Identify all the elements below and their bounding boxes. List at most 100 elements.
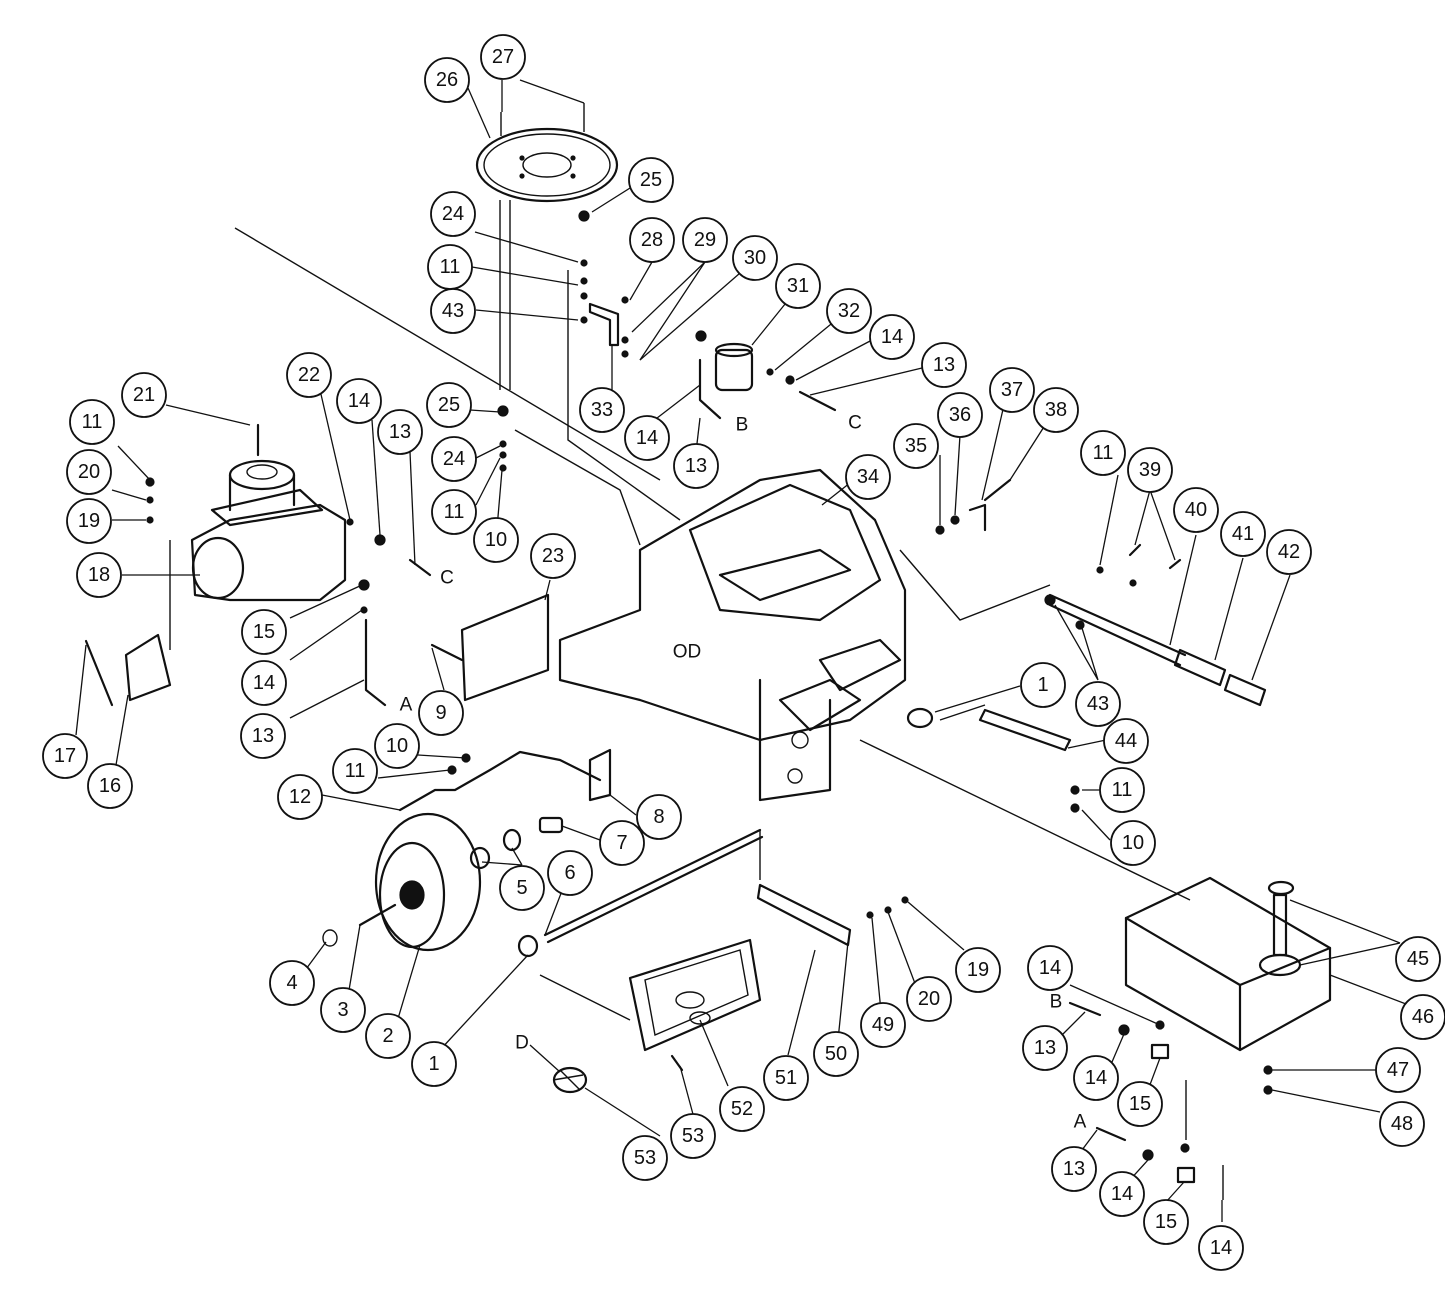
svg-text:21: 21 (133, 384, 155, 406)
svg-text:52: 52 (731, 1098, 753, 1120)
svg-text:46: 46 (1412, 1006, 1434, 1028)
callout-51: 51 (763, 1055, 809, 1101)
callout-11: 11 (427, 244, 473, 290)
callout-11: 11 (1080, 430, 1126, 476)
svg-text:13: 13 (685, 455, 707, 477)
svg-text:8: 8 (653, 806, 664, 828)
svg-text:18: 18 (88, 564, 110, 586)
callout-14: 14 (1027, 945, 1073, 991)
callout-3: 3 (320, 987, 366, 1033)
callout-31: 31 (775, 263, 821, 309)
callout-7: 7 (599, 820, 645, 866)
callout-11: 11 (1099, 767, 1145, 813)
svg-text:19: 19 (78, 510, 100, 532)
svg-text:37: 37 (1001, 379, 1023, 401)
callout-37: 37 (989, 367, 1035, 413)
svg-text:20: 20 (918, 988, 940, 1010)
svg-text:15: 15 (253, 621, 275, 643)
callout-8: 8 (636, 794, 682, 840)
svg-text:53: 53 (682, 1125, 704, 1147)
svg-text:53: 53 (634, 1147, 656, 1169)
callout-50: 50 (813, 1031, 859, 1077)
callout-38: 38 (1033, 387, 1079, 433)
svg-text:43: 43 (1087, 693, 1109, 715)
hose-tag-a-left: A (400, 695, 413, 716)
callout-2: 2 (365, 1013, 411, 1059)
callout-19: 19 (66, 498, 112, 544)
callout-36: 36 (937, 392, 983, 438)
svg-text:12: 12 (289, 786, 311, 808)
callout-12: 12 (277, 774, 323, 820)
svg-text:24: 24 (443, 448, 465, 470)
svg-text:29: 29 (694, 229, 716, 251)
callout-10: 10 (1110, 820, 1156, 866)
svg-text:11: 11 (345, 760, 366, 782)
svg-text:19: 19 (967, 959, 989, 981)
callout-29: 29 (682, 217, 728, 263)
svg-text:13: 13 (1034, 1037, 1056, 1059)
hose-tag-c-left: C (440, 568, 454, 589)
callout-13: 13 (377, 409, 423, 455)
callout-11: 11 (431, 489, 477, 535)
callout-13: 13 (1022, 1025, 1068, 1071)
callout-53: 53 (670, 1113, 716, 1159)
callout-13: 13 (921, 342, 967, 388)
callout-13: 13 (673, 443, 719, 489)
callout-20: 20 (906, 976, 952, 1022)
callout-45: 45 (1395, 936, 1441, 982)
callout-41: 41 (1220, 511, 1266, 557)
svg-text:39: 39 (1139, 459, 1161, 481)
parts-drawing (84, 103, 1332, 1200)
svg-text:31: 31 (787, 275, 809, 297)
callout-53: 53 (622, 1135, 668, 1181)
svg-text:2: 2 (382, 1025, 393, 1047)
svg-text:6: 6 (564, 862, 575, 884)
callout-43: 43 (430, 288, 476, 334)
svg-text:48: 48 (1391, 1113, 1413, 1135)
callout-52: 52 (719, 1086, 765, 1132)
svg-text:33: 33 (591, 399, 613, 421)
svg-text:11: 11 (1093, 442, 1114, 464)
callout-40: 40 (1173, 487, 1219, 533)
svg-text:45: 45 (1407, 948, 1429, 970)
callout-14: 14 (241, 660, 287, 706)
callout-28: 28 (629, 217, 675, 263)
svg-text:7: 7 (616, 832, 627, 854)
callout-19: 19 (955, 947, 1001, 993)
svg-text:1: 1 (1037, 674, 1048, 696)
callout-1: 1 (1020, 662, 1066, 708)
svg-text:13: 13 (1063, 1158, 1085, 1180)
callout-10: 10 (374, 723, 420, 769)
svg-text:43: 43 (442, 300, 464, 322)
svg-text:15: 15 (1155, 1211, 1177, 1233)
callout-15: 15 (1143, 1199, 1189, 1245)
callout-34: 34 (845, 454, 891, 500)
callout-25: 25 (426, 382, 472, 428)
svg-text:40: 40 (1185, 499, 1207, 521)
hose-tags: B C C A B A OD D (400, 413, 1087, 1133)
svg-text:11: 11 (82, 411, 103, 433)
callout-14: 14 (624, 415, 670, 461)
callout-11: 11 (69, 399, 115, 445)
callouts: 27 26 25 24 11 43 28 29 30 31 32 14 13 3… (42, 34, 1445, 1271)
callout-16: 16 (87, 763, 133, 809)
svg-text:47: 47 (1387, 1059, 1409, 1081)
svg-text:50: 50 (825, 1043, 847, 1065)
svg-text:26: 26 (436, 69, 458, 91)
hose-tag-b-top: B (736, 415, 749, 436)
callout-25: 25 (628, 157, 674, 203)
svg-text:10: 10 (485, 529, 507, 551)
svg-text:4: 4 (286, 972, 297, 994)
svg-text:13: 13 (933, 354, 955, 376)
callout-35: 35 (893, 423, 939, 469)
svg-text:34: 34 (857, 466, 879, 488)
svg-text:13: 13 (389, 421, 411, 443)
callout-47: 47 (1375, 1047, 1421, 1093)
svg-text:49: 49 (872, 1014, 894, 1036)
callout-9: 9 (418, 690, 464, 736)
svg-text:25: 25 (640, 169, 662, 191)
svg-text:17: 17 (54, 745, 76, 767)
svg-text:25: 25 (438, 394, 460, 416)
hose-tag-a-right: A (1074, 1112, 1087, 1133)
svg-text:14: 14 (1039, 957, 1061, 979)
